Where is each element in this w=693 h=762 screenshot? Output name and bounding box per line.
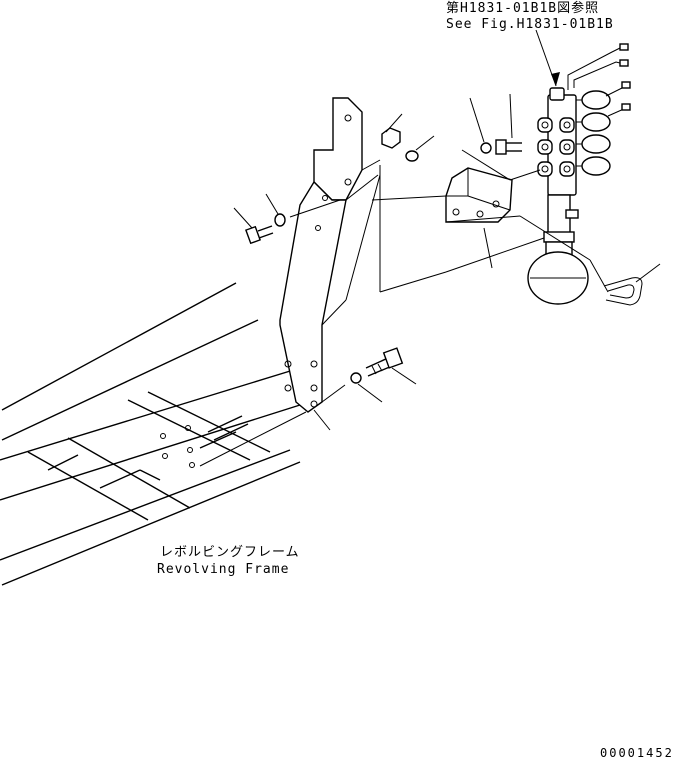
valve-bracket — [445, 167, 513, 223]
drawing-number: 00001452 — [600, 746, 674, 760]
u-bolt — [603, 277, 643, 306]
solenoid-valve-assembly — [527, 43, 631, 305]
fasteners — [245, 127, 522, 384]
frame-label-en: Revolving Frame — [157, 562, 289, 577]
reference-label-jp: 第H1831-01B1B図参照 — [446, 0, 599, 16]
frame-label-jp: レボルビングフレーム — [160, 545, 300, 560]
revolving-frame — [0, 282, 301, 586]
leader-lines — [199, 29, 661, 467]
reference-label-en: See Fig.H1831-01B1B — [446, 17, 614, 32]
mounting-bracket — [279, 97, 381, 413]
